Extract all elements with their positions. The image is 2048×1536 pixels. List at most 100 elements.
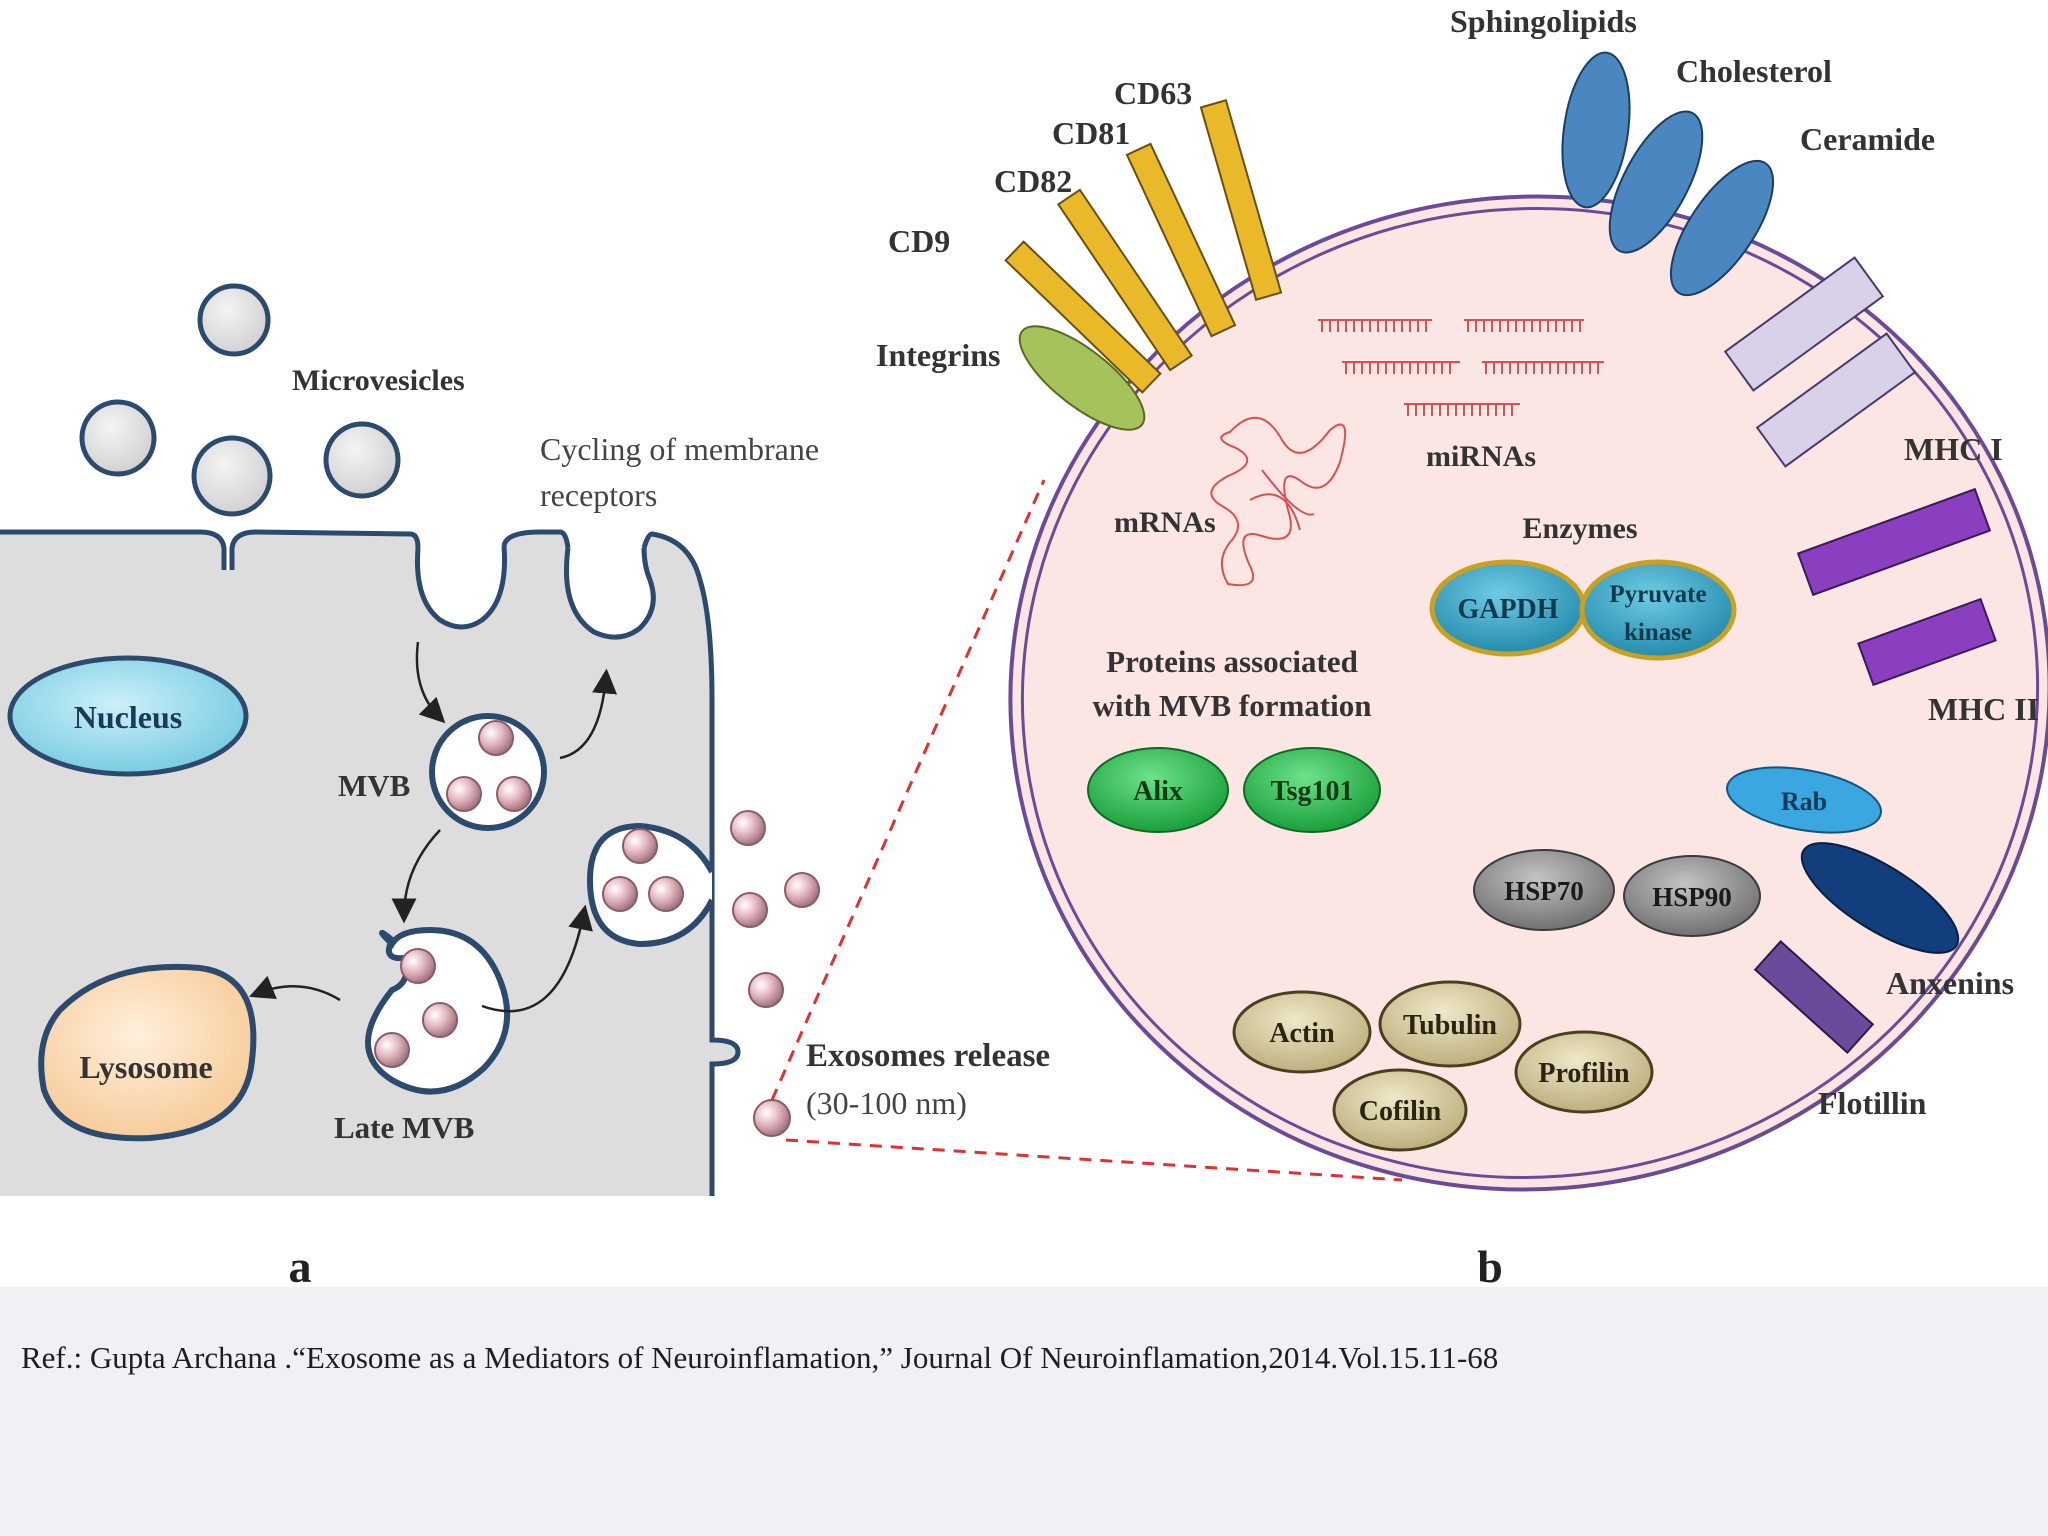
integrin [1018,325,1146,431]
lipid-cholesterol [1608,110,1704,254]
mhc2 [1796,487,1992,597]
mhc1 [1755,332,1917,468]
exosome-particle [602,876,638,912]
arrow-late-mvb-to-lysosome [249,975,341,1002]
cholesterol-label: Cholesterol [1676,53,1832,89]
mvb-proteins-label-line1: Proteins associated [1106,644,1358,679]
flotillin [1753,939,1875,1055]
tetraspanin-cd82 [1056,188,1194,372]
arrow-late-mvb-to-membrane [481,904,593,1013]
exosomes-release-label: Exosomes release [806,1038,1050,1074]
late-mvb-label: Late MVB [334,1110,474,1145]
cofilin-label: Cofilin [1359,1096,1442,1127]
panel-b: CD63 CD81 CD82 CD9 Integrins Sphingolipi… [876,3,2048,1292]
released-exosome [753,1099,791,1137]
tetraspanin-cd63 [1199,99,1283,301]
actin [1232,990,1372,1074]
released-exosome [730,810,766,846]
tetraspanin-label-cd63: CD63 [1114,75,1192,111]
cycling-label-line2: receptors [540,477,657,513]
mirna-strands [1318,319,1604,416]
released-exosome [748,972,784,1008]
lipid-sphingolipid [1561,51,1631,209]
sphingolipids-label: Sphingolipids [1450,3,1637,39]
arrow-mvb-to-late-mvb [391,829,441,924]
alix-label: Alix [1133,776,1183,807]
anxenin [1800,842,1960,954]
tetraspanin-cd81 [1125,142,1237,338]
cycling-label-line1: Cycling of membrane [540,431,819,467]
anxenins-label: Anxenins [1886,965,2014,1001]
rab-label: Rab [1781,787,1827,816]
cofilin [1332,1068,1468,1152]
exosome-membrane-inner [1020,207,2040,1179]
released-exosome [732,892,768,928]
mhc1-label: MHC I [1904,431,2003,467]
released-exosome [784,872,820,908]
mhc2-label: MHC II [1928,691,2039,727]
hsp90-label: HSP90 [1652,882,1732,912]
endocytic-pit [415,545,507,630]
pyruvate-label-line2: kinase [1624,619,1692,646]
exosome-particle [648,876,684,912]
tetraspanin-cd9 [1004,240,1162,394]
cell-membrane [0,529,741,1196]
exosomes-size-label: (30-100 nm) [806,1085,967,1121]
lipid-ceramide [1669,159,1775,297]
zoom-line-top [770,479,1046,1101]
hsp90 [1623,855,1761,937]
tetraspanin-label-cd81: CD81 [1052,115,1130,151]
tsg101-label: Tsg101 [1270,776,1353,807]
rab [1726,766,1882,834]
zoom-line-bottom [785,1138,1403,1182]
mirnas-label: miRNAs [1426,440,1536,473]
reference-footer [0,1287,2048,1536]
panel-a-label: a [289,1241,312,1287]
tetraspanin-label-cd9: CD9 [888,223,950,259]
exosome-particle [446,776,482,812]
microvesicle [197,283,271,357]
lysosome [38,963,257,1142]
nucleus-label: Nucleus [74,699,182,735]
exosome-diagram: Nucleus Lysosome Microvesicles [0,3,2048,1292]
alix [1087,747,1229,833]
tsg101 [1243,747,1381,833]
mrnas-label: mRNAs [1114,506,1216,539]
exosome-particle [422,1002,458,1038]
profilin [1514,1030,1654,1114]
pyruvate-kinase [1579,559,1737,661]
panel-a: Nucleus Lysosome Microvesicles [0,283,1050,1292]
tetraspanin-label-cd82: CD82 [994,163,1072,199]
panel-b-label: b [1477,1241,1503,1287]
hsp70-label: HSP70 [1504,876,1584,906]
mrna-strand [1210,416,1347,587]
lysosome-label: Lysosome [79,1049,212,1085]
microvesicles-label: Microvesicles [292,364,465,397]
nucleus [7,655,249,777]
gapdh-label: GAPDH [1457,594,1558,625]
enzymes-label: Enzymes [1523,512,1638,545]
microvesicle [323,421,401,499]
reference-text: Ref.: Gupta Archana .“Exosome as a Media… [21,1340,1499,1375]
pyruvate-label-line1: Pyruvate [1609,581,1706,608]
hsp70 [1473,849,1615,931]
microvesicle [191,435,273,517]
exosome-particle [622,828,658,864]
microvesicle [79,399,157,477]
arrow-mvb-to-recycling [559,668,618,760]
exosome-particle [374,1032,410,1068]
arrow-endocytosis-to-mvb [415,641,446,724]
ceramide-label: Ceramide [1800,121,1935,157]
integrins-label: Integrins [876,337,1000,373]
mhc1 [1723,256,1885,392]
mvb-proteins-label-line2: with MVB formation [1093,688,1372,723]
tubulin-label: Tubulin [1403,1010,1497,1041]
mhc2 [1857,597,1997,687]
flotillin-label: Flotillin [1818,1085,1927,1121]
mvb-label: MVB [338,768,410,803]
exosome-particle [400,948,436,984]
actin-label: Actin [1269,1018,1335,1049]
tubulin [1378,980,1522,1068]
profilin-label: Profilin [1538,1058,1630,1089]
